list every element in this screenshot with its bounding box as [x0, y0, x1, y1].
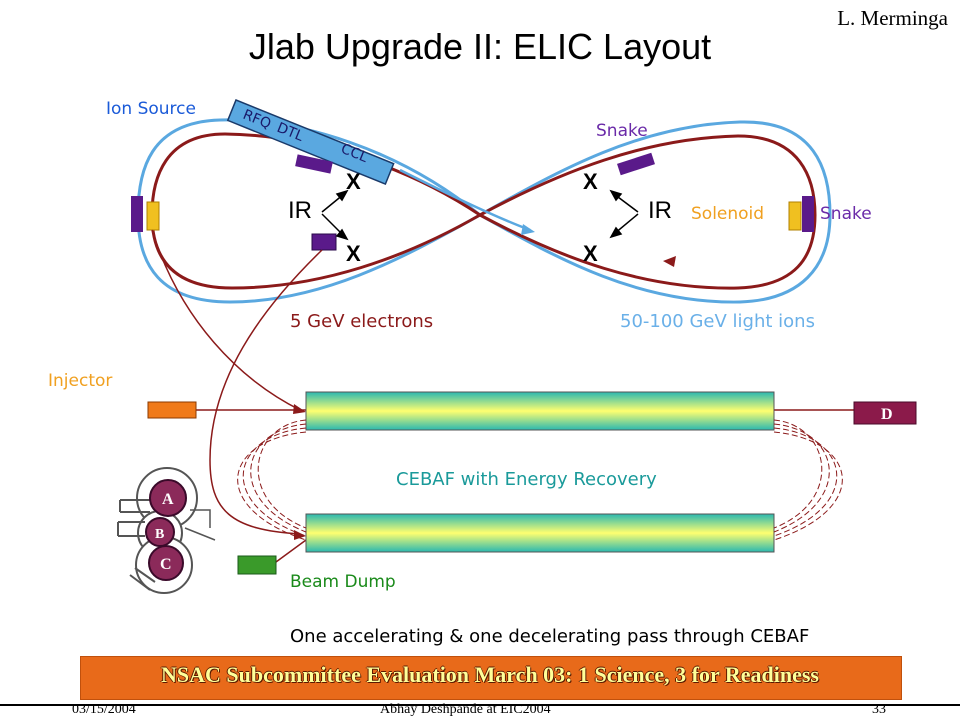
- injector-label: Injector: [48, 371, 113, 391]
- snake-right-label: Snake: [820, 204, 872, 224]
- footer-page: 33: [872, 702, 886, 717]
- ir-x-top-left: X: [346, 169, 361, 194]
- ir-x-bottom-left: X: [346, 241, 361, 266]
- snake-right: [802, 196, 814, 232]
- electron-transfer-line: [151, 229, 301, 411]
- snake-left-outer: [131, 196, 143, 232]
- hall-a-label: A: [162, 491, 174, 508]
- banner-text: NSAC Subcommittee Evaluation March 03: 1…: [161, 662, 819, 687]
- ion-direction-arrow: [521, 224, 535, 235]
- snake-left-inner: [295, 154, 333, 174]
- footer-date: 03/15/2004: [72, 702, 136, 717]
- ion-linac-beam: [399, 168, 531, 232]
- ion-linac-bar: [226, 99, 395, 186]
- hall-c: [148, 545, 184, 581]
- dump-d-label: D: [881, 406, 893, 423]
- snake-top-label: Snake: [596, 121, 648, 141]
- ir-right-arrows: [609, 189, 639, 239]
- author-name: L. Merminga: [837, 6, 948, 30]
- solenoid-label: Solenoid: [691, 204, 765, 224]
- ion-source-label: Ion Source: [106, 99, 196, 119]
- dump-d-block: [853, 401, 917, 425]
- slide-title: Jlab Upgrade II: ELIC Layout: [248, 26, 712, 67]
- linac-to-ring-line: [209, 249, 323, 535]
- ir-right-label: IR: [648, 197, 672, 224]
- snake-lower-left: [311, 233, 337, 251]
- footer-rule: [0, 704, 960, 706]
- cebaf-label: CEBAF with Energy Recovery: [396, 469, 657, 490]
- hall-b: [145, 517, 175, 547]
- electron-direction-arrow: [663, 256, 676, 267]
- ir-left-arrows: [321, 189, 349, 241]
- ir-x-top-right: X: [583, 169, 598, 194]
- solenoid-left: [146, 201, 160, 231]
- solenoid-right: [788, 201, 802, 231]
- light-ions-label: 50-100 GeV light ions: [620, 311, 815, 332]
- hall-a: [149, 479, 187, 517]
- recirculation-arcs-west: [237, 419, 307, 541]
- return-arrow: [294, 530, 306, 540]
- ir-left-label: IR: [288, 197, 312, 224]
- pass-note: One accelerating & one decelerating pass…: [290, 626, 810, 647]
- electron-ring: [150, 132, 817, 290]
- beam-dump-block: [237, 555, 277, 575]
- cebaf-linac-south: [305, 513, 775, 553]
- footer-presenter: Abhay Deshpande at EIC2004: [380, 702, 551, 717]
- injector-block: [147, 401, 197, 419]
- electrons-label: 5 GeV electrons: [290, 311, 434, 332]
- hall-b-label: B: [155, 527, 164, 542]
- cebaf-linac-north: [305, 391, 775, 431]
- banner-box: [80, 656, 902, 700]
- beam-dump-label: Beam Dump: [290, 572, 396, 592]
- transfer-arrow: [293, 404, 306, 414]
- recirculation-arcs-east: [773, 419, 843, 541]
- beam-dump-line: [275, 539, 307, 563]
- snake-top: [617, 152, 655, 176]
- experimental-halls: [117, 467, 216, 594]
- ir-x-bottom-right: X: [583, 241, 598, 266]
- hall-c-label: C: [160, 556, 172, 573]
